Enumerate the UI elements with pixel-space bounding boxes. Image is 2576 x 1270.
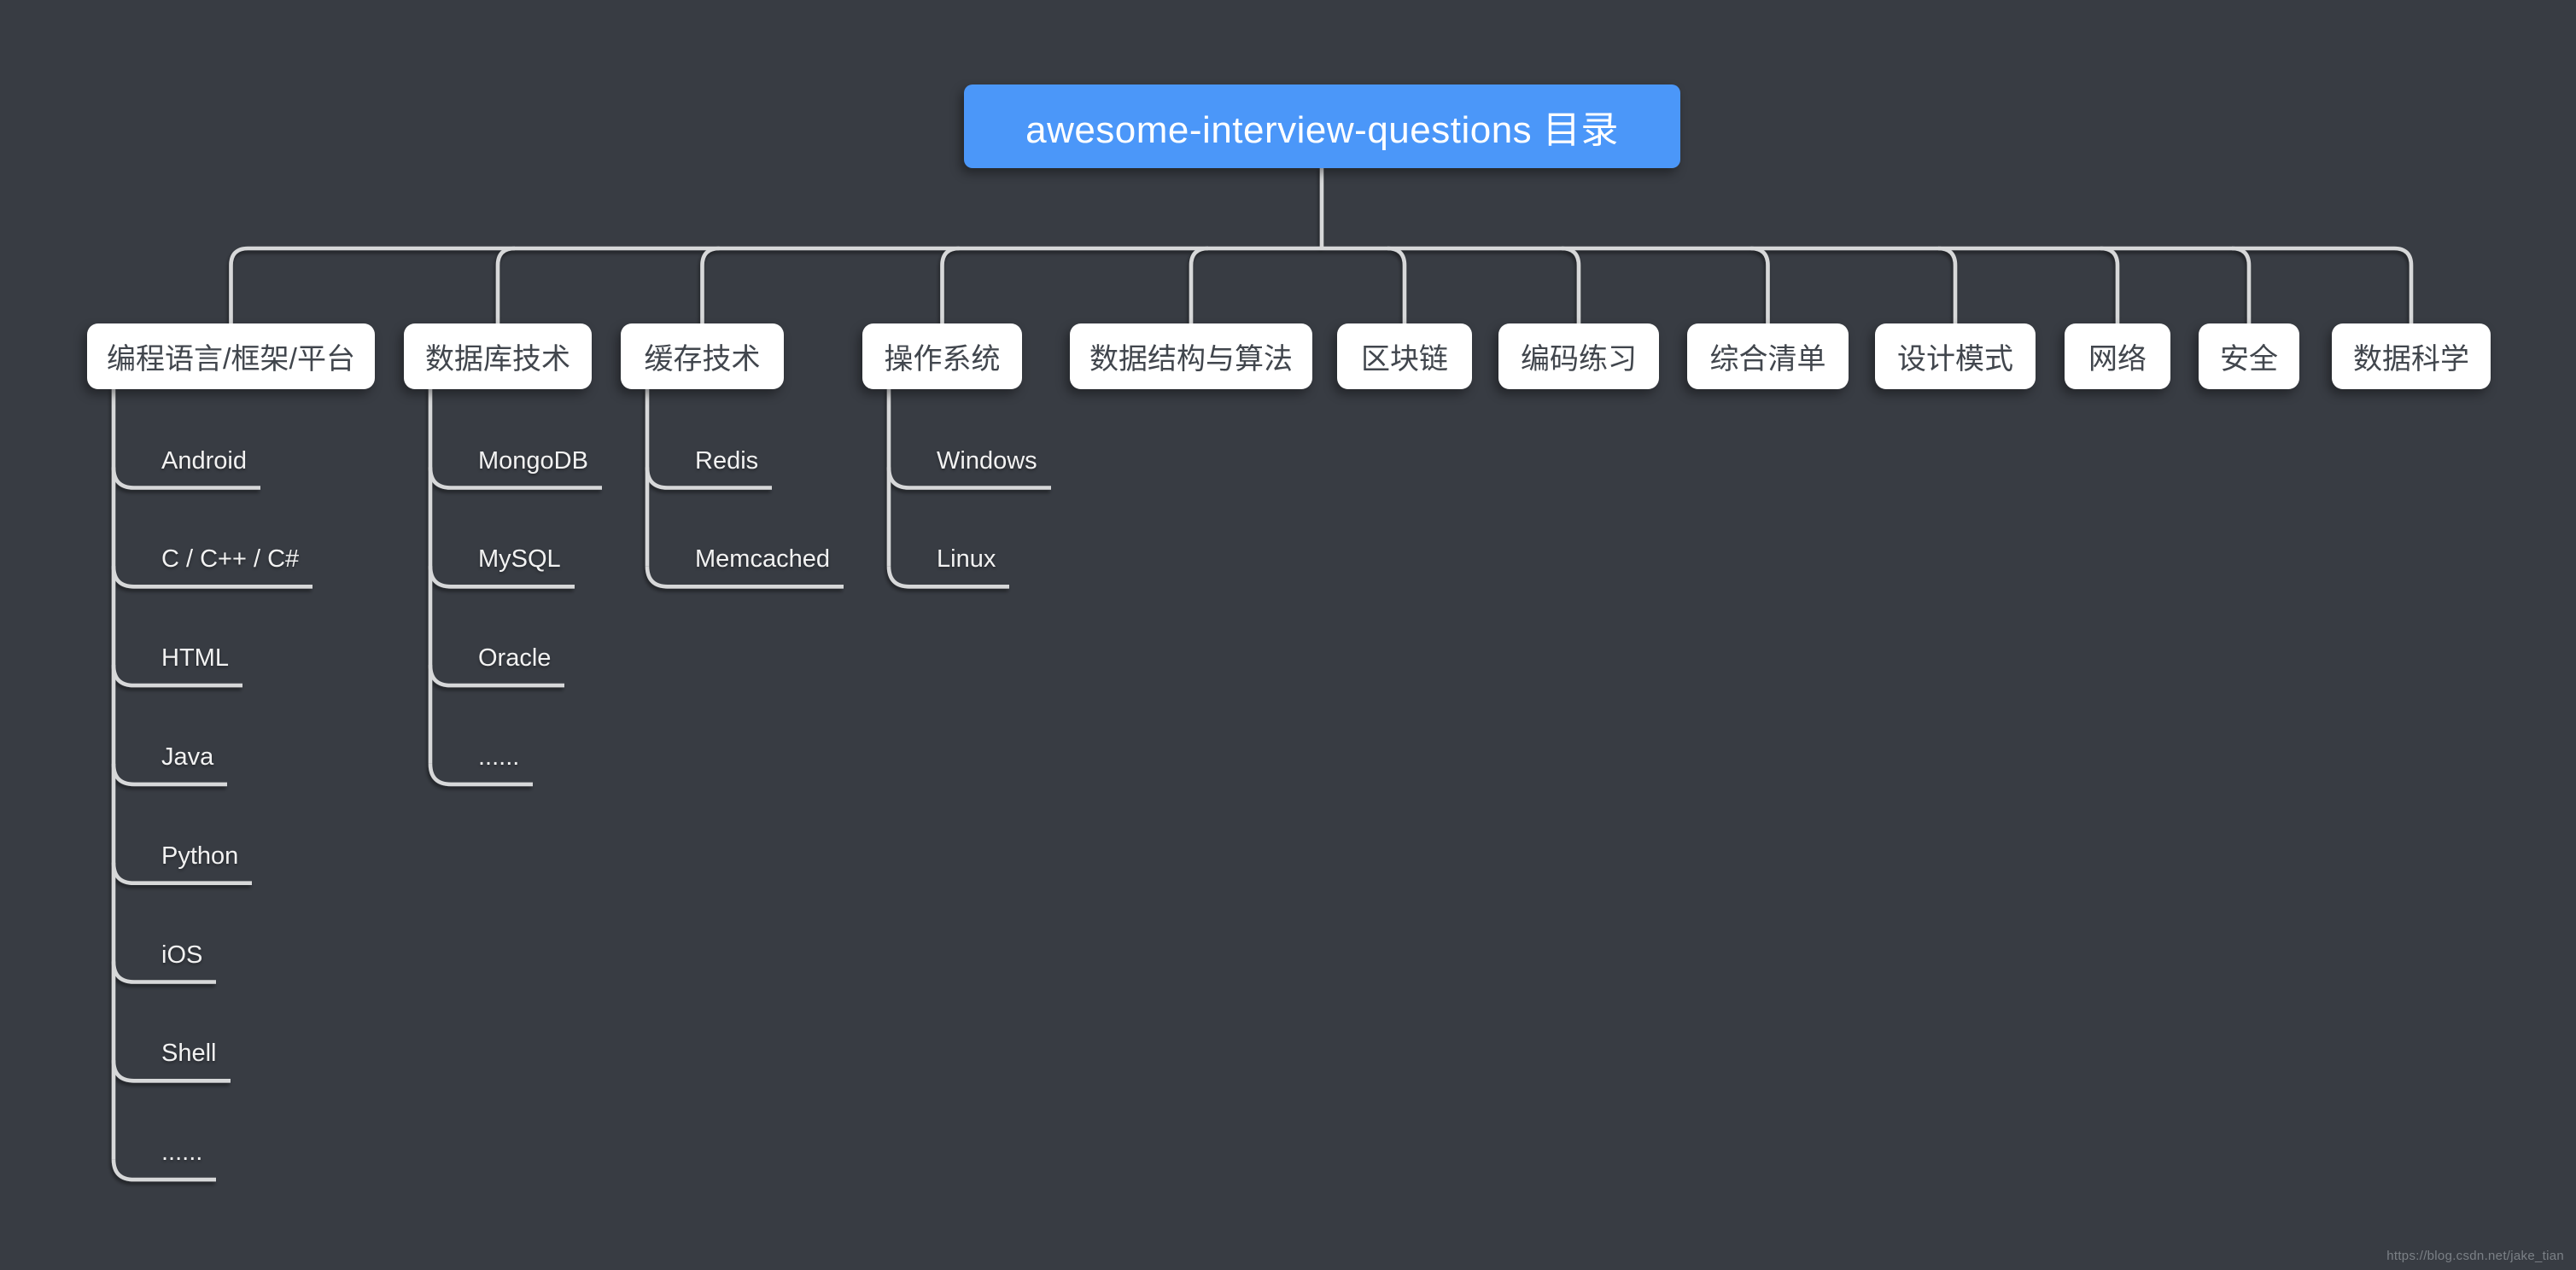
branch-rail <box>231 248 2412 323</box>
child-topic[interactable]: Linux <box>937 544 996 574</box>
child-topic[interactable]: Shell <box>161 1038 217 1069</box>
child-topic[interactable]: Redis <box>695 446 758 476</box>
child-topic[interactable]: Android <box>161 446 247 476</box>
child-topic[interactable]: iOS <box>161 940 202 970</box>
root-node[interactable]: awesome-interview-questions 目录 <box>964 84 1680 168</box>
child-topic[interactable]: MongoDB <box>478 446 588 476</box>
category-node[interactable]: 数据科学 <box>2332 323 2491 389</box>
branch-elbow <box>2232 248 2249 323</box>
category-node[interactable]: 操作系统 <box>862 323 1022 389</box>
child-topic[interactable]: Python <box>161 841 238 871</box>
category-node[interactable]: 网络 <box>2065 323 2170 389</box>
branch-elbow <box>1562 248 1579 323</box>
child-topic[interactable]: HTML <box>161 643 229 673</box>
category-node[interactable]: 区块链 <box>1337 323 1472 389</box>
branch-elbow <box>703 248 720 323</box>
branch-elbow <box>1751 248 1768 323</box>
connector-group <box>114 166 2411 1180</box>
child-topic[interactable]: ...... <box>478 742 519 772</box>
child-topic[interactable]: Java <box>161 742 213 772</box>
child-topic[interactable]: MySQL <box>478 544 561 574</box>
category-node[interactable]: 缓存技术 <box>621 323 784 389</box>
child-topic[interactable]: Windows <box>937 446 1037 476</box>
category-node[interactable]: 设计模式 <box>1875 323 2036 389</box>
watermark-text: https://blog.csdn.net/jake_tian <box>2386 1249 2564 1263</box>
category-node[interactable]: 编程语言/框架/平台 <box>87 323 375 389</box>
category-node[interactable]: 综合清单 <box>1687 323 1849 389</box>
branch-elbow <box>2100 248 2117 323</box>
branch-elbow <box>943 248 960 323</box>
category-node[interactable]: 安全 <box>2199 323 2299 389</box>
category-node[interactable]: 数据结构与算法 <box>1070 323 1312 389</box>
branch-elbow <box>1938 248 1955 323</box>
child-topic[interactable]: Oracle <box>478 643 551 673</box>
child-topic[interactable]: Memcached <box>695 544 830 574</box>
branch-elbow <box>1387 248 1405 323</box>
category-node[interactable]: 编码练习 <box>1498 323 1659 389</box>
branch-elbow <box>1191 248 1208 323</box>
category-node[interactable]: 数据库技术 <box>404 323 592 389</box>
child-topic[interactable]: ...... <box>161 1137 202 1168</box>
branch-elbow <box>498 248 515 323</box>
child-topic[interactable]: C / C++ / C# <box>161 544 299 574</box>
